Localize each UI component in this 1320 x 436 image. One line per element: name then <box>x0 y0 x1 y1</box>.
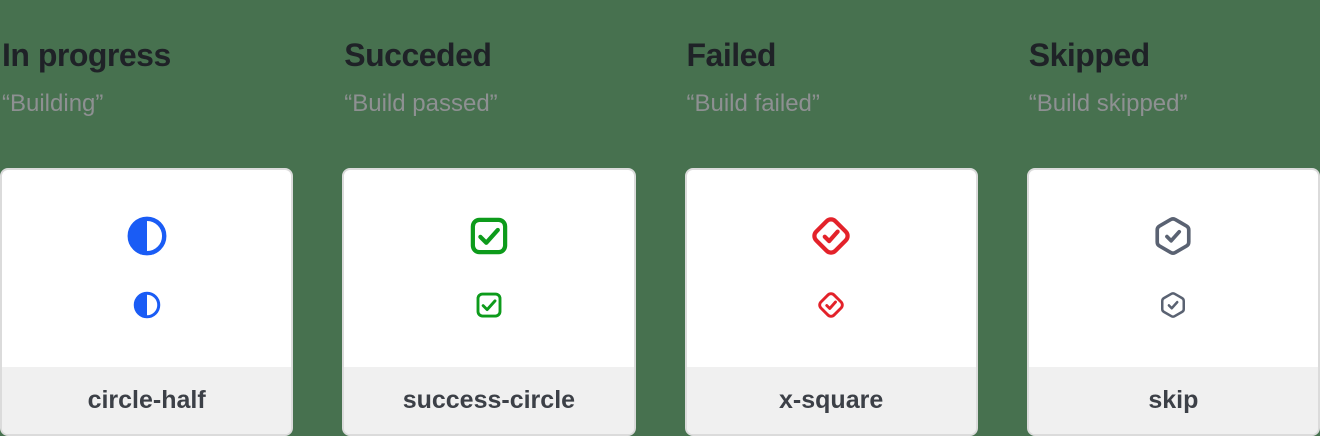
icon-name-footer: circle-half <box>2 367 292 434</box>
column-title: Skipped <box>1028 37 1150 73</box>
icon-name-label: circle-half <box>87 386 206 414</box>
circle-half-icon <box>132 290 162 320</box>
check-square-icon <box>474 290 504 320</box>
icon-name-label: x-square <box>779 386 884 414</box>
icon-name-footer: x-square <box>686 367 976 434</box>
column-title: Failed <box>686 37 777 73</box>
icon-preview-area <box>344 170 633 367</box>
check-hexagon-icon <box>1151 214 1195 258</box>
icon-preview-area <box>2 170 291 367</box>
icon-card-success-circle: success-circle <box>342 168 636 436</box>
icon-card-skip: skip <box>1026 168 1320 436</box>
icon-preview-area <box>687 170 976 367</box>
column-subtitle: “Build failed” <box>686 90 820 117</box>
icon-card-x-square: x-square <box>684 168 978 436</box>
column-subtitle: “Build skipped” <box>1028 90 1188 117</box>
check-hexagon-icon <box>1158 290 1188 320</box>
column-subtitle: “Building” <box>2 90 104 117</box>
icon-card-circle-half: circle-half <box>0 168 294 436</box>
column-in-progress: In progress “Building” circle- <box>0 0 294 436</box>
circle-half-icon <box>125 214 169 258</box>
column-skipped: Skipped “Build skipped” skip <box>1026 0 1320 436</box>
icon-preview-area <box>1029 170 1318 367</box>
column-title: In progress <box>2 37 171 73</box>
column-title: Succeded <box>344 37 492 73</box>
column-succeded: Succeded “Build passed” succes <box>342 0 636 436</box>
check-diamond-icon <box>816 290 846 320</box>
column-failed: Failed “Build failed” x-square <box>684 0 978 436</box>
icon-name-footer: skip <box>1028 367 1318 434</box>
icon-name-label: skip <box>1148 386 1199 414</box>
check-diamond-icon <box>809 214 853 258</box>
icon-name-label: success-circle <box>402 386 576 414</box>
check-square-icon <box>467 214 511 258</box>
icon-name-footer: success-circle <box>344 367 634 434</box>
column-subtitle: “Build passed” <box>344 90 498 117</box>
